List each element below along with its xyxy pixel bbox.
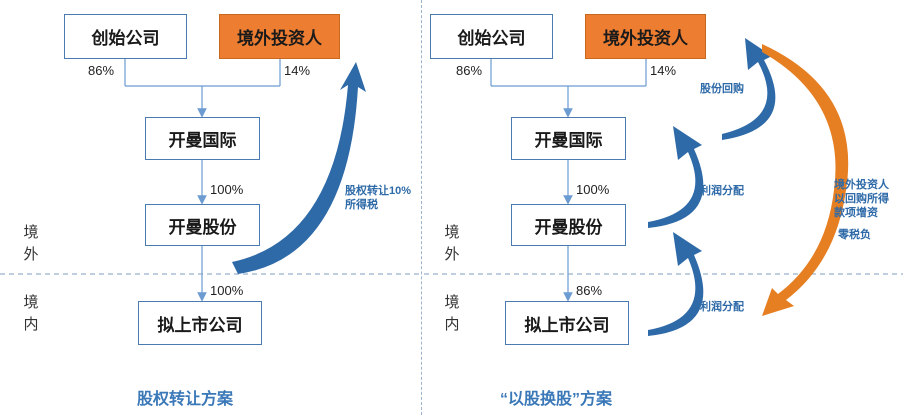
cayman-share-label: 开曼股份 [168,217,237,237]
buyback-label: 股份回购 [700,83,744,95]
founder-label-right: 创始公司 [457,29,526,48]
right-connectors [490,59,647,302]
investor-label-right: 境外投资人 [603,29,688,48]
founder-company-box-right: 创始公司 [430,14,553,59]
listed-label-right: 拟上市公司 [524,315,610,335]
reinvest-note-3: 款项增资 [834,207,878,219]
region-outside-left: 境外 [23,224,39,263]
share-transfer-label: 股权转让10% [345,185,412,197]
investor-label: 境外投资人 [237,29,322,48]
cayman-intl-box-right: 开曼国际 [511,117,626,160]
founder-percent-right: 86% [456,63,483,78]
cayman-intl-label: 开曼国际 [168,131,237,150]
share-transfer-arrow [232,62,366,274]
reinvest-arrow [762,44,849,316]
region-outside-right: 境外 [444,224,460,263]
cayman-intl-box: 开曼国际 [145,117,260,160]
profit-distribution-arrow-1 [648,126,704,228]
reinvest-note-1: 境外投资人 [834,179,889,191]
founder-label: 创始公司 [91,29,160,48]
cayman-share-label-right: 开曼股份 [534,217,603,237]
reinvest-note-2: 以回购所得 [834,193,889,205]
cayman-intl-label-right: 开曼国际 [534,131,603,150]
listed-company-box-right: 拟上市公司 [505,301,629,345]
profit-distribution-label-1: 利润分配 [700,185,744,197]
panel-divider [421,0,422,415]
region-inside-right: 境内 [444,294,460,333]
cayman-share-box: 开曼股份 [145,204,260,246]
listed-company-box: 拟上市公司 [138,301,262,345]
right-title: “以股换股”方案 [500,391,613,408]
founder-percent: 86% [88,63,115,78]
foreign-investor-box-right: 境外投资人 [585,14,706,59]
investor-percent-right: 14% [650,63,677,78]
region-inside-left: 境内 [23,294,39,333]
percent-intl-to-share-right: 100% [576,182,610,197]
percent-intl-to-share: 100% [210,182,244,197]
income-tax-label: 所得税 [345,199,378,211]
listed-label: 拟上市公司 [157,315,243,335]
profit-distribution-arrow-2 [648,232,704,336]
buyback-arrow [722,38,776,140]
left-connectors [124,59,281,302]
founder-company-box: 创始公司 [64,14,187,59]
cayman-share-box-right: 开曼股份 [511,204,626,246]
investor-percent: 14% [284,63,311,78]
profit-distribution-label-2: 利润分配 [700,301,744,313]
left-title: 股权转让方案 [137,391,234,408]
percent-share-to-listed-right: 86% [576,283,603,298]
foreign-investor-box: 境外投资人 [219,14,340,59]
percent-share-to-listed: 100% [210,283,244,298]
zero-tax-note: 零税负 [838,229,871,241]
